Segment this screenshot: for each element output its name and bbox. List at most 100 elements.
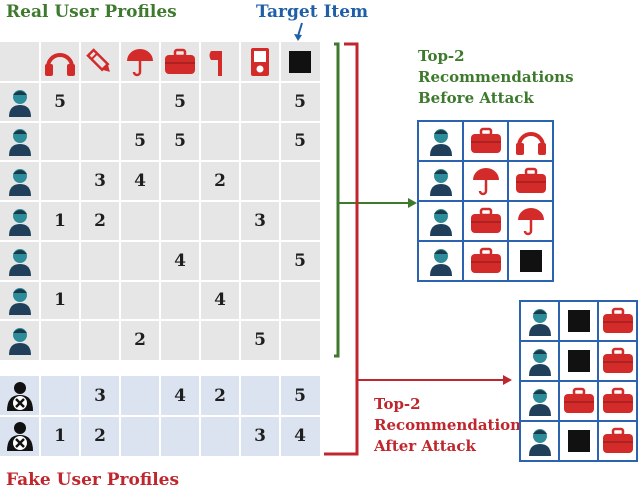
rating-cell: [160, 320, 200, 360]
rating-cell: 5: [254, 330, 266, 351]
rating-cell: [120, 281, 160, 321]
rating-cell: 1: [54, 426, 66, 446]
before-line-1: Top-2: [418, 47, 465, 65]
user-avatar-icon: [419, 122, 462, 160]
rating-cell: [280, 320, 320, 360]
target-arrow-icon: [294, 22, 303, 41]
black-square-icon: [280, 42, 320, 82]
suitcase-icon: [560, 382, 597, 420]
user-avatar-icon: [0, 161, 40, 201]
user-avatar-icon: [521, 302, 558, 340]
user-avatar-icon: [419, 202, 462, 240]
grid-hline: [0, 120, 320, 123]
grid-hline: [0, 279, 320, 282]
rating-cell: 2: [214, 386, 226, 406]
rating-cell: [80, 122, 120, 162]
suitcase-icon: [464, 202, 507, 240]
rating-cell: 4: [174, 250, 186, 271]
rating-cell: 2: [94, 210, 106, 231]
suitcase-icon: [464, 242, 507, 280]
before-attack-label: Top-2 Recommendations Before Attack: [418, 46, 574, 109]
suitcase-icon: [599, 422, 636, 460]
rating-cell: [40, 376, 80, 416]
grid-hline: [0, 160, 320, 163]
suitcase-icon: [599, 302, 636, 340]
rating-cell: [80, 82, 120, 122]
rating-cell: [200, 201, 240, 241]
suitcase-icon: [599, 342, 636, 380]
rating-cell: [240, 122, 280, 162]
rating-cell: 5: [174, 131, 186, 152]
after-line-3: After Attack: [374, 437, 476, 455]
rating-cell: [240, 161, 280, 201]
connector-lines: [334, 42, 512, 400]
rating-cell: [200, 82, 240, 122]
rating-cell: [160, 416, 200, 456]
rating-cell: [200, 320, 240, 360]
umbrella-icon: [464, 162, 507, 200]
user-avatar-icon: [0, 201, 40, 241]
real-profiles-title: Real User Profiles: [6, 2, 177, 22]
rating-cell: 1: [54, 290, 66, 311]
rating-cell: [200, 241, 240, 281]
axe-icon: [200, 42, 240, 82]
rating-cell: [160, 201, 200, 241]
rating-cell: [200, 416, 240, 456]
rating-cell: [280, 281, 320, 321]
rating-cell: 2: [214, 171, 226, 192]
after-line-1: Top-2: [374, 395, 421, 413]
umbrella-icon: [120, 42, 160, 82]
after-recommendations-table: [519, 300, 638, 462]
rating-cell: [120, 82, 160, 122]
rating-cell: 5: [294, 386, 306, 406]
rating-cell: 5: [134, 131, 146, 152]
suitcase-icon: [160, 42, 200, 82]
grid-hline: [0, 200, 320, 202]
rating-cell: 5: [174, 91, 186, 112]
black-square-icon: [560, 342, 597, 380]
rating-cell: [120, 416, 160, 456]
user-avatar-icon: [0, 82, 40, 122]
after-attack-label: Top-2 Recommendations After Attack: [374, 394, 530, 457]
user-avatar-icon: [521, 422, 558, 460]
user-avatar-icon: [419, 242, 462, 280]
rating-cell: 4: [134, 171, 146, 192]
user-avatar-icon: [419, 162, 462, 200]
rating-cell: [40, 241, 80, 281]
rating-cell: [40, 122, 80, 162]
rating-cell: [120, 376, 160, 416]
user-avatar-icon: [521, 382, 558, 420]
rating-cell: 4: [214, 290, 226, 311]
phone-icon: [240, 42, 280, 82]
user-avatar-icon: [0, 241, 40, 281]
grid-hline: [0, 319, 320, 322]
fake-bracket: [324, 374, 359, 456]
rating-cell: 5: [54, 91, 66, 112]
grid-hline: [0, 80, 320, 83]
rating-cell: [40, 161, 80, 201]
suitcase-icon: [464, 122, 507, 160]
rating-cell: [80, 320, 120, 360]
target-item-title: Target Item: [256, 2, 369, 22]
rating-cell: [200, 122, 240, 162]
rating-cell: [40, 320, 80, 360]
rating-cell: [240, 281, 280, 321]
fake-user-icon: [0, 376, 40, 416]
after-line-2: Recommendations: [374, 416, 530, 434]
suitcase-icon: [599, 382, 636, 420]
rating-cell: 3: [254, 210, 266, 231]
user-avatar-icon: [0, 320, 40, 360]
rating-cell: 5: [294, 131, 306, 152]
umbrella-icon: [509, 202, 552, 240]
black-square-icon: [560, 422, 597, 460]
rating-cell: [240, 241, 280, 281]
rating-cell: 5: [294, 250, 306, 271]
rating-cell: 4: [174, 386, 186, 406]
headphones-icon: [509, 122, 552, 160]
rating-cell: [240, 82, 280, 122]
before-recommendations-table: [417, 120, 554, 282]
rating-cell: 2: [94, 426, 106, 446]
rating-cell: [80, 241, 120, 281]
